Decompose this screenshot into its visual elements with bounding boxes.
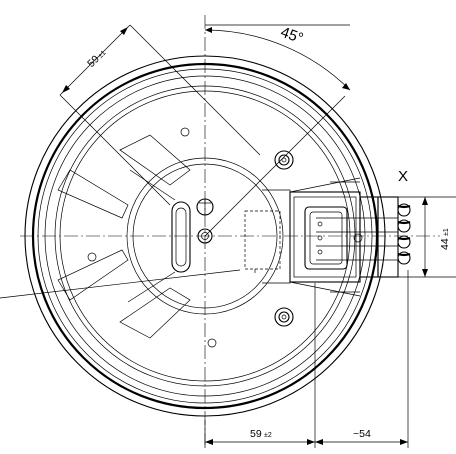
- hidden-thermostat: [244, 210, 281, 273]
- leader-line: [0, 269, 241, 299]
- view-marker-x: X: [398, 168, 408, 185]
- radial-ribs: [57, 134, 191, 339]
- angle-dimension: [204, 24, 351, 237]
- height-dim-value: 44: [439, 238, 451, 250]
- center-fixings: [196, 198, 214, 244]
- bottom-right-dim-value: ~54: [353, 428, 371, 440]
- diag-dim-tol: ±1: [97, 49, 107, 59]
- small-holes: [87, 127, 217, 348]
- height-dim-label: 44 ±1: [439, 228, 451, 250]
- bottom-dimensions: [204, 270, 409, 448]
- bottom-left-dim-tol: ±2: [264, 432, 272, 439]
- angle-label: 45°: [278, 24, 305, 48]
- terminal-connectors: [316, 203, 411, 265]
- height-dim-tol: ±1: [443, 228, 450, 236]
- center-lines: [20, 15, 440, 445]
- bottom-left-dim-value: 59: [250, 428, 262, 440]
- mounting-studs: [274, 150, 294, 327]
- hub-slot: [171, 201, 191, 273]
- terminal-housing: [262, 177, 399, 297]
- diagonal-dimension: [59, 24, 261, 206]
- central-hub: [126, 157, 284, 315]
